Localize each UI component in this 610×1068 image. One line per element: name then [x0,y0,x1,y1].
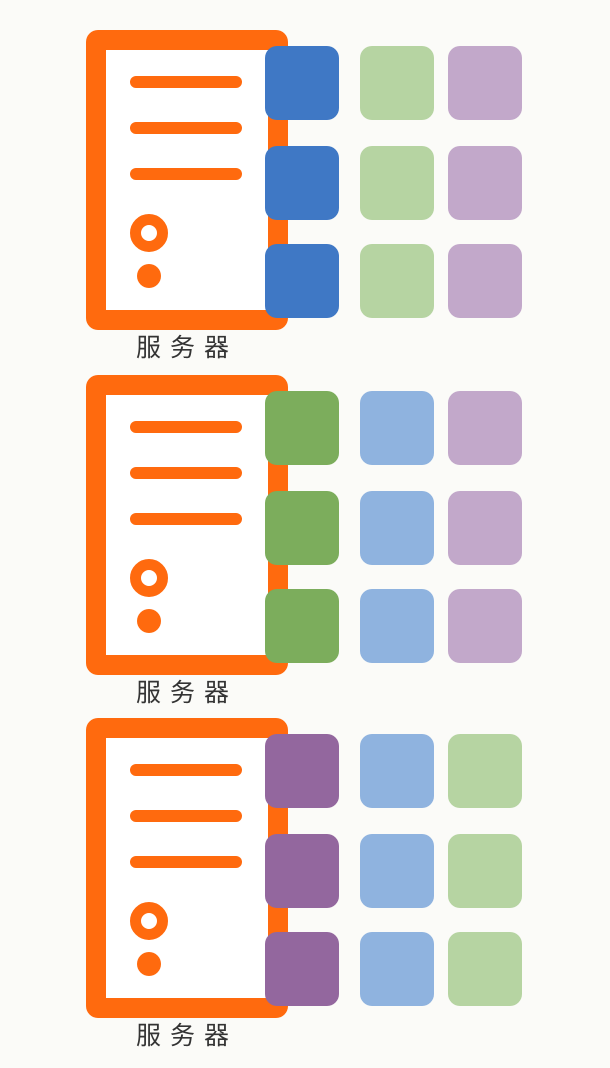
data-block [448,46,522,120]
data-block [448,589,522,663]
data-block [360,46,434,120]
server-label: 服务器 [136,1021,239,1050]
data-block [360,834,434,908]
data-block [360,491,434,565]
server-dot-icon [137,952,161,976]
data-block [265,932,339,1006]
data-block [448,734,522,808]
server-line-icon [130,467,242,479]
server-icon [86,30,288,330]
server-line-icon [130,856,242,868]
data-block [448,391,522,465]
data-block [265,146,339,220]
data-block [265,491,339,565]
server-label: 服务器 [136,678,239,707]
server-label: 服务器 [136,333,239,362]
server-icon [86,718,288,1018]
server-dot-icon [137,264,161,288]
data-block [448,244,522,318]
data-block [360,589,434,663]
server-ring-icon [130,214,168,252]
server-line-icon [130,76,242,88]
server-ring-icon [130,902,168,940]
server-ring-icon [130,559,168,597]
data-block [265,589,339,663]
data-block [265,391,339,465]
server-group-2: 服务器 [0,375,610,715]
server-line-icon [130,764,242,776]
data-block [265,244,339,318]
data-block [360,391,434,465]
server-icon [86,375,288,675]
data-block [360,146,434,220]
data-block [265,834,339,908]
data-block [360,734,434,808]
data-block [448,491,522,565]
server-line-icon [130,168,242,180]
data-block [360,244,434,318]
server-line-icon [130,513,242,525]
server-group-3: 服务器 [0,718,610,1058]
data-block [448,834,522,908]
data-block [448,146,522,220]
data-block [265,734,339,808]
server-dot-icon [137,609,161,633]
data-block [448,932,522,1006]
data-block [265,46,339,120]
server-line-icon [130,421,242,433]
server-group-1: 服务器 [0,30,610,370]
server-line-icon [130,810,242,822]
server-line-icon [130,122,242,134]
data-block [360,932,434,1006]
